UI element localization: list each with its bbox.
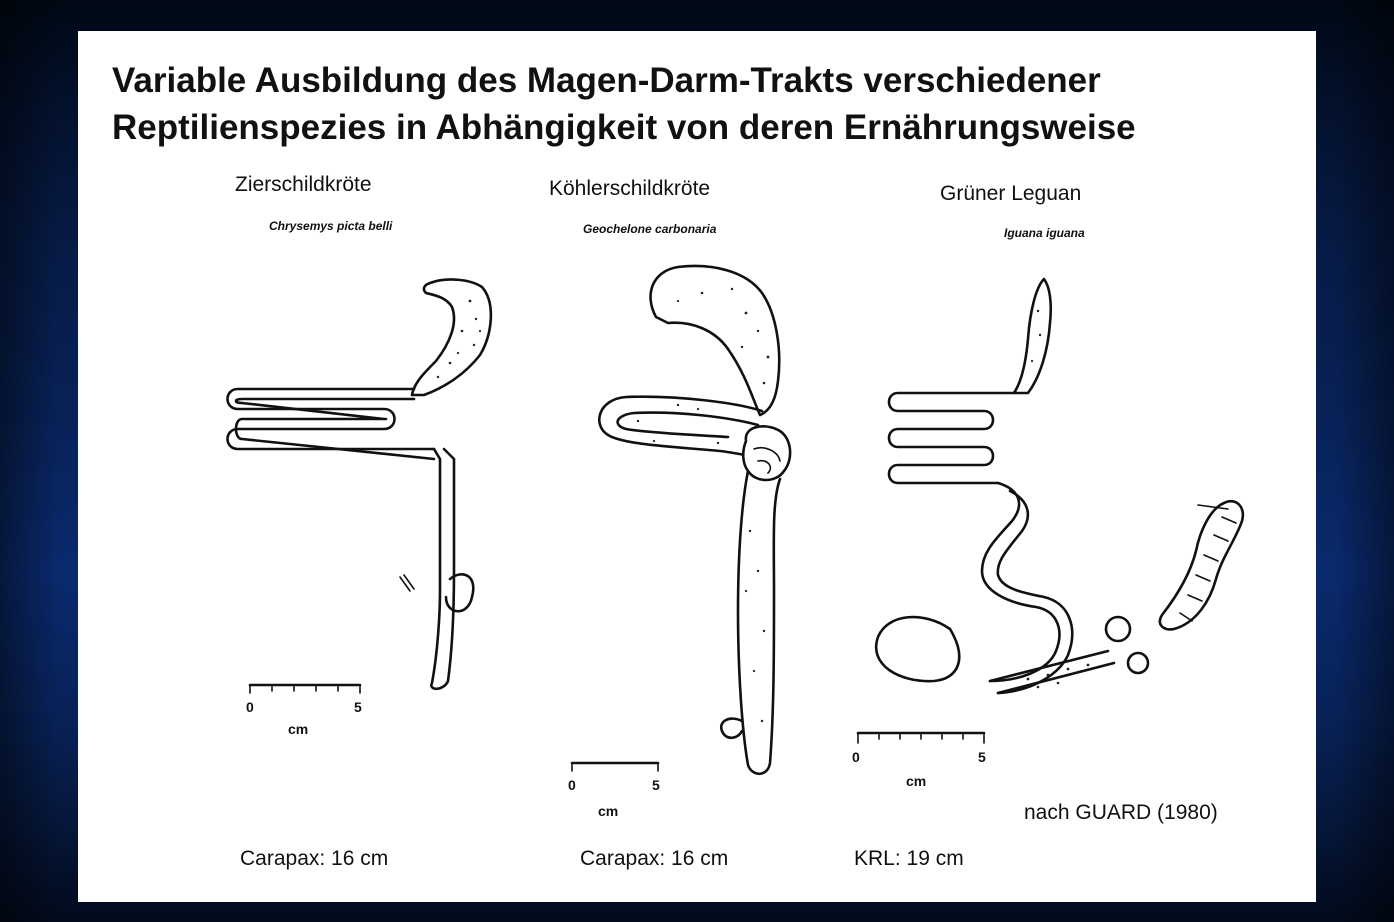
species-3-scale-bar: [858, 733, 984, 743]
species-2-scale-max: 5: [652, 777, 660, 793]
species-1-scale-bar: [250, 685, 360, 693]
species-3-size: KRL: 19 cm: [854, 847, 964, 871]
slide: Variable Ausbildung des Magen-Darm-Trakt…: [78, 31, 1316, 902]
species-3-scale-max: 5: [978, 749, 986, 765]
background-vignette-left: [0, 0, 60, 922]
species-3-gut-drawing: [876, 279, 1243, 693]
species-2-scale-bar: [572, 763, 658, 771]
background-vignette-right: [1334, 0, 1394, 922]
species-2-scale-unit: cm: [598, 803, 618, 819]
source-citation: nach GUARD (1980): [1024, 801, 1218, 825]
species-1-size: Carapax: 16 cm: [240, 847, 388, 871]
species-1-scale-unit: cm: [288, 721, 308, 737]
species-1-scale-max: 5: [354, 699, 362, 715]
species-2-size: Carapax: 16 cm: [580, 847, 728, 871]
species-1-scale-min: 0: [246, 699, 254, 715]
species-2-scale-min: 0: [568, 777, 576, 793]
species-1-gut-drawing: [228, 280, 491, 689]
gut-drawings: [78, 31, 1316, 902]
species-3-scale-min: 0: [852, 749, 860, 765]
species-3-scale-unit: cm: [906, 773, 926, 789]
species-2-gut-drawing: [599, 266, 790, 774]
